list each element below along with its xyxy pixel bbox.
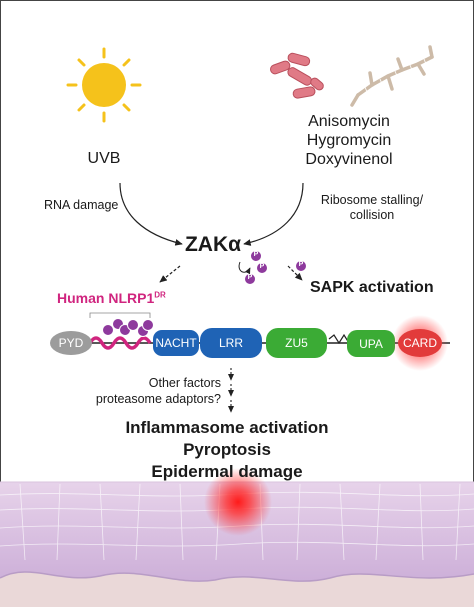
nlrp1-superscript: DR [154,290,166,300]
to-sapk-arrow [287,265,303,281]
domain-zu5-shape [266,328,327,358]
factors-line: Other factors [148,376,221,390]
sapk-phospho [296,261,306,271]
outcome-item: Pyroptosis [183,440,271,459]
to-nlrp1-arrow [159,265,181,283]
fungus-icon [350,45,434,107]
drug-arrow [243,182,304,246]
uvb-arrow [119,182,183,246]
domain-lrr: LRR [218,336,243,350]
ribosome-line: Ribosome stalling/ [320,193,424,207]
nlrp1-label-text: Human NLRP1 [57,290,155,306]
domain-card-shape [398,329,442,357]
domain-lrr-shape [200,328,262,358]
domain-pyd: PYD [58,336,84,350]
ribosome-line: collision [349,208,395,222]
domain-pyd-shape [50,331,92,355]
ribosome-label: Ribosome stalling/ collision [321,193,423,223]
zak-label: ZAKα [184,233,242,256]
phospho-label: P [298,261,304,268]
factors-label: Other factors proteasome adaptors? [85,375,221,407]
linker-bracket [89,312,151,318]
outcome-item: Inflammasome activation [125,418,329,437]
linker-phospho [102,318,154,337]
disordered-linker [88,336,152,350]
outcome-list: Inflammasome activation Pyroptosis Epide… [125,417,328,483]
bacteria-icon [270,52,324,99]
phospho-label: P [247,274,253,281]
drug-item: Doxyvinenol [305,151,393,168]
domain-upa-shape [347,330,395,357]
nlrp1-label: Human NLRP1DR [57,290,166,306]
uvb-label: UVB [87,150,121,167]
zak-phospho-group [238,251,267,284]
drug-list: Anisomycin Hygromycin Doxyvinenol [305,112,392,169]
rna-damage-label: RNA damage [44,198,119,212]
domain-nacht: NACHT [155,336,197,350]
domain-upa: UPA [359,336,383,351]
fungus-segments [364,58,427,93]
domain-nacht-shape [153,330,199,356]
drug-item: Hygromycin [306,132,392,149]
damage-glow [204,468,272,536]
phospho-label: P [259,263,265,270]
drug-item: Anisomycin [308,113,390,130]
factors-line: proteasome adaptors? [95,392,221,406]
skin-illustration [0,468,474,607]
cleavage-zigzag [328,333,350,345]
domain-card: CARD [402,336,437,350]
domain-zu5: ZU5 [285,336,308,350]
outcome-item: Epidermal damage [151,462,303,481]
sun-icon [66,47,142,123]
phospho-label: P [253,251,259,258]
sapk-label: SAPK activation [310,279,434,296]
